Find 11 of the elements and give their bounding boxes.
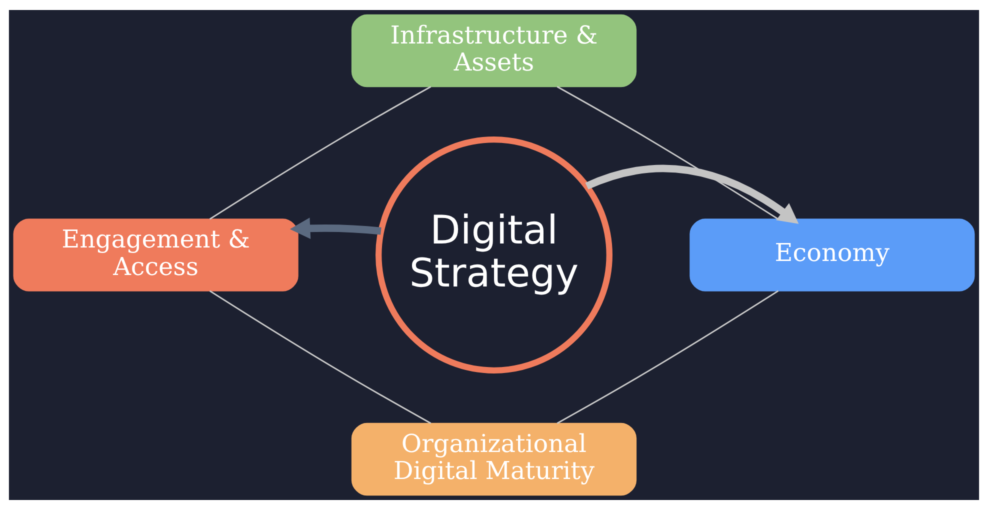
arrow: [290, 217, 382, 238]
node-box: Organizational Digital Maturity: [351, 422, 637, 496]
arrow: [585, 164, 799, 224]
node-circle: Digital Strategy: [376, 136, 612, 373]
node-box: Infrastructure & Assets: [351, 14, 637, 87]
connector: [556, 290, 779, 424]
connector: [209, 290, 432, 424]
connector: [209, 86, 432, 220]
node-box: Economy: [690, 218, 975, 291]
connector: [556, 86, 779, 220]
node-box: Engagement & Access: [13, 218, 298, 291]
